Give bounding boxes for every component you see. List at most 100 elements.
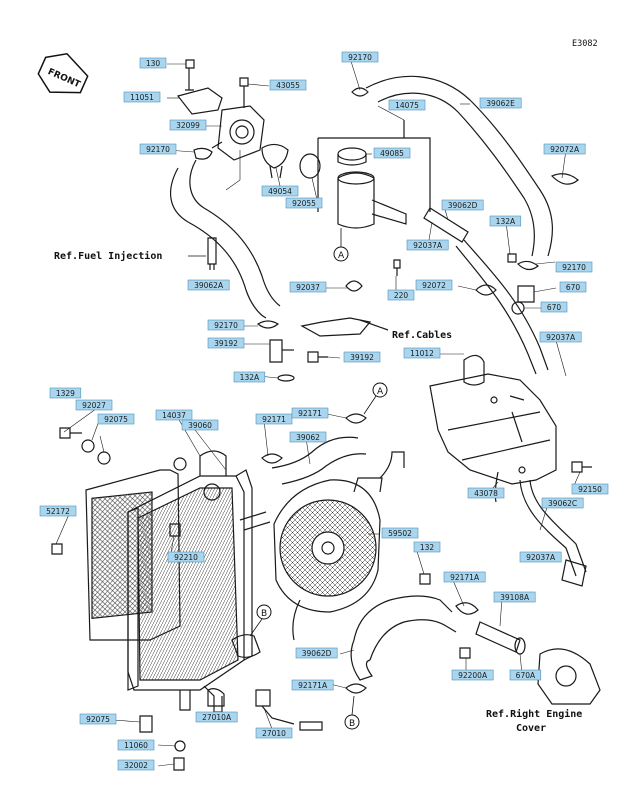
part-label-text: 92171A <box>298 681 328 690</box>
part-label-box <box>291 679 334 691</box>
marker-a-top: A <box>333 228 349 262</box>
part-label-132a: 132A <box>233 371 266 383</box>
svg-text:A: A <box>338 251 345 261</box>
part-label-220: 220 <box>387 289 415 301</box>
part-label-box <box>207 337 245 349</box>
part-label-text: 130 <box>146 59 161 68</box>
part-label-text: 670 <box>566 283 581 292</box>
part-label-39060: 39060 <box>181 419 219 431</box>
part-label-92171: 92171 <box>255 413 293 425</box>
part-label-43055: 43055 <box>269 79 307 91</box>
part-label-92171a: 92171A <box>443 571 486 583</box>
part-label-39062a: 39062A <box>187 279 230 291</box>
part-label-92170: 92170 <box>207 319 245 331</box>
part-label-text: 11060 <box>124 741 148 750</box>
part-label-text: 14037 <box>162 411 186 420</box>
part-label-39062d: 39062D <box>441 199 484 211</box>
part-label-text: 32002 <box>124 761 148 770</box>
part-label-box <box>289 431 327 443</box>
part-label-text: 132A <box>496 217 516 226</box>
part-label-text: 92170 <box>348 53 372 62</box>
part-label-text: 92037A <box>413 241 443 250</box>
part-label-text: 92072A <box>550 145 580 154</box>
part-label-box <box>341 51 379 63</box>
part-label-text: 1329 <box>56 389 75 398</box>
part-label-box <box>387 289 415 301</box>
part-label-box <box>519 551 562 563</box>
svg-text:B: B <box>261 609 267 619</box>
marker-b-bottom: B <box>344 695 360 730</box>
ref-fuel-injection: Ref.Fuel Injection <box>54 250 162 262</box>
marker-a-right: A <box>363 382 388 415</box>
part-label-text: 92171 <box>298 409 322 418</box>
part-label-92170: 92170 <box>139 143 177 155</box>
part-label-text: 670A <box>516 671 536 680</box>
part-label-39108a: 39108A <box>493 591 536 603</box>
part-label-box <box>291 407 329 419</box>
part-label-box <box>255 727 293 739</box>
part-label-11060: 11060 <box>117 739 155 751</box>
part-label-box <box>479 97 522 109</box>
part-label-box <box>373 147 411 159</box>
part-label-92200a: 92200A <box>451 669 494 681</box>
part-label-text: 52172 <box>46 507 70 516</box>
part-label-box <box>381 527 419 539</box>
part-label-box <box>415 279 453 291</box>
part-label-39062c: 39062C <box>541 497 584 509</box>
part-label-32002: 32002 <box>117 759 155 771</box>
part-label-box <box>123 91 161 103</box>
part-label-11012: 11012 <box>403 347 441 359</box>
part-label-text: 59502 <box>388 529 412 538</box>
part-label-92150: 92150 <box>571 483 609 495</box>
part-label-27010: 27010 <box>255 727 293 739</box>
part-label-text: 39062D <box>302 649 332 658</box>
part-label-92037a: 92037A <box>406 239 449 251</box>
part-label-box <box>289 281 327 293</box>
part-label-text: 39062E <box>486 99 515 108</box>
part-label-49085: 49085 <box>373 147 411 159</box>
part-label-11051: 11051 <box>123 91 161 103</box>
part-label-59502: 59502 <box>381 527 419 539</box>
part-label-text: 39062A <box>194 281 224 290</box>
part-label-text: 43055 <box>276 81 300 90</box>
part-label-box <box>413 541 441 553</box>
part-label-text: 39192 <box>214 339 238 348</box>
part-label-text: 39060 <box>188 421 212 430</box>
part-label-box <box>261 185 299 197</box>
part-label-box <box>117 739 155 751</box>
part-label-670a: 670A <box>509 669 542 681</box>
part-label-text: 27010 <box>262 729 286 738</box>
part-label-box <box>493 591 536 603</box>
part-label-text: 92037 <box>296 283 320 292</box>
part-label-box <box>97 413 135 425</box>
part-label-text: 220 <box>394 291 409 300</box>
part-labels: 130 11051 32099 92170 43055 92170 14075 39062E 4… <box>39 51 609 771</box>
part-label-92055: 92055 <box>285 197 323 209</box>
ref-cables: Ref.Cables <box>392 330 452 341</box>
part-label-text: 43078 <box>474 489 498 498</box>
front-arrow-icon: FRONT <box>37 52 89 94</box>
part-label-text: 92171A <box>450 573 480 582</box>
part-label-text: 92171 <box>262 415 286 424</box>
svg-text:B: B <box>349 719 355 729</box>
part-label-text: 11012 <box>410 349 434 358</box>
part-label-box <box>269 79 307 91</box>
part-label-box <box>207 319 245 331</box>
part-label-text: 92072 <box>422 281 446 290</box>
part-label-14075: 14075 <box>388 99 426 111</box>
part-label-text: 39062 <box>296 433 320 442</box>
ref-right-engine-line2: Cover <box>516 723 546 734</box>
part-label-box <box>295 647 338 659</box>
part-label-32099: 32099 <box>169 119 207 131</box>
part-label-92171: 92171 <box>291 407 329 419</box>
cooling-fan <box>273 451 405 641</box>
part-label-text: 39192 <box>350 353 374 362</box>
part-label-text: 92170 <box>562 263 586 272</box>
lower-hoses <box>207 413 601 731</box>
part-label-box <box>559 281 587 293</box>
part-label-box <box>75 399 113 411</box>
part-label-text: 39062D <box>448 201 478 210</box>
part-label-670: 670 <box>559 281 587 293</box>
part-label-text: 92150 <box>578 485 602 494</box>
part-label-130: 130 <box>139 57 167 69</box>
